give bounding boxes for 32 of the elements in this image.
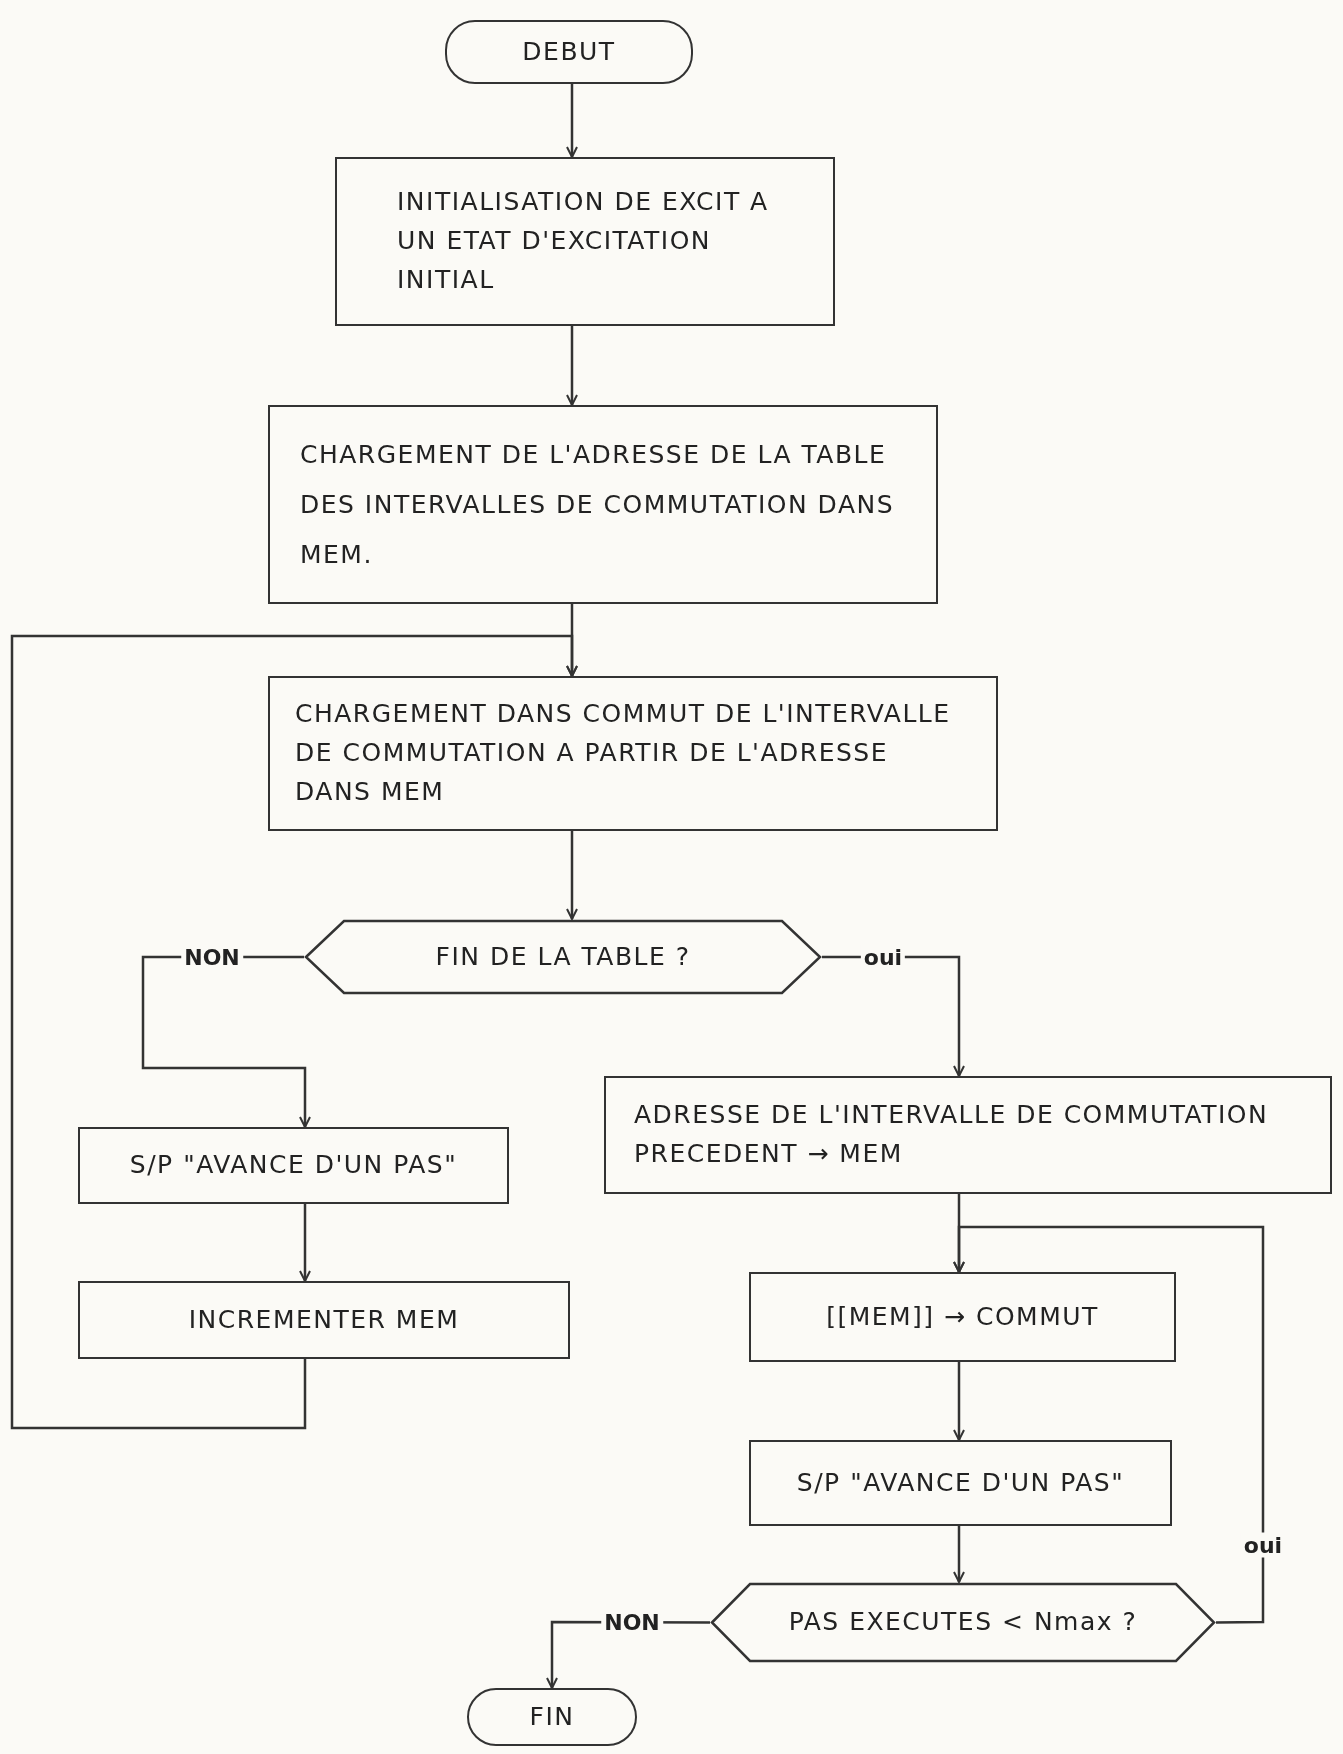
process-box — [335, 157, 835, 326]
node-text: INCREMENTER MEM — [188, 1303, 460, 1336]
arrow — [566, 326, 578, 406]
process-box — [78, 1127, 509, 1204]
arrow — [299, 1204, 311, 1282]
node-text: S/P "AVANCE D'UN PAS" — [796, 1466, 1125, 1499]
process-box — [604, 1076, 1332, 1194]
node-text: DEBUT — [522, 35, 616, 68]
terminal-box — [467, 1688, 637, 1746]
node-text: S/P "AVANCE D'UN PAS" — [129, 1149, 458, 1182]
arrow — [953, 1362, 965, 1441]
node-text: INITIALISATION DE EXCIT A UN ETAT D'EXCITATION INITIAL — [397, 186, 770, 296]
terminal-box — [445, 20, 693, 84]
arrow — [566, 831, 578, 920]
arrow — [953, 1526, 965, 1583]
process-box — [749, 1272, 1176, 1362]
process-box — [268, 405, 938, 604]
node-text: PAS EXECUTES < Nmax ? — [788, 1606, 1138, 1639]
node-text: CHARGEMENT DE L'ADRESSE DE LA TABLE DES INTERVALLES DE COMMUTATION DANS MEM. — [300, 438, 896, 571]
decision-hexagon — [304, 919, 822, 995]
process-box — [749, 1440, 1172, 1526]
node-text: CHARGEMENT DANS COMMUT DE L'INTERVALLE DE COMMUTATION A PARTIR DE L'ADRESSE DANS MEM — [295, 698, 952, 808]
node-text: FIN — [529, 1700, 575, 1733]
node-text: ADRESSE DE L'INTERVALLE DE COMMUTATION PRECEDENT → MEM — [634, 1099, 1270, 1170]
arrow — [566, 84, 578, 158]
decision-hexagon — [710, 1582, 1216, 1663]
node-text: FIN DE LA TABLE ? — [435, 940, 691, 973]
process-box — [268, 676, 998, 831]
node-text: [[MEM]] → COMMUT — [826, 1300, 1099, 1333]
arrow — [10, 634, 578, 1430]
arrow — [953, 1225, 1265, 1624]
process-box — [78, 1281, 570, 1359]
